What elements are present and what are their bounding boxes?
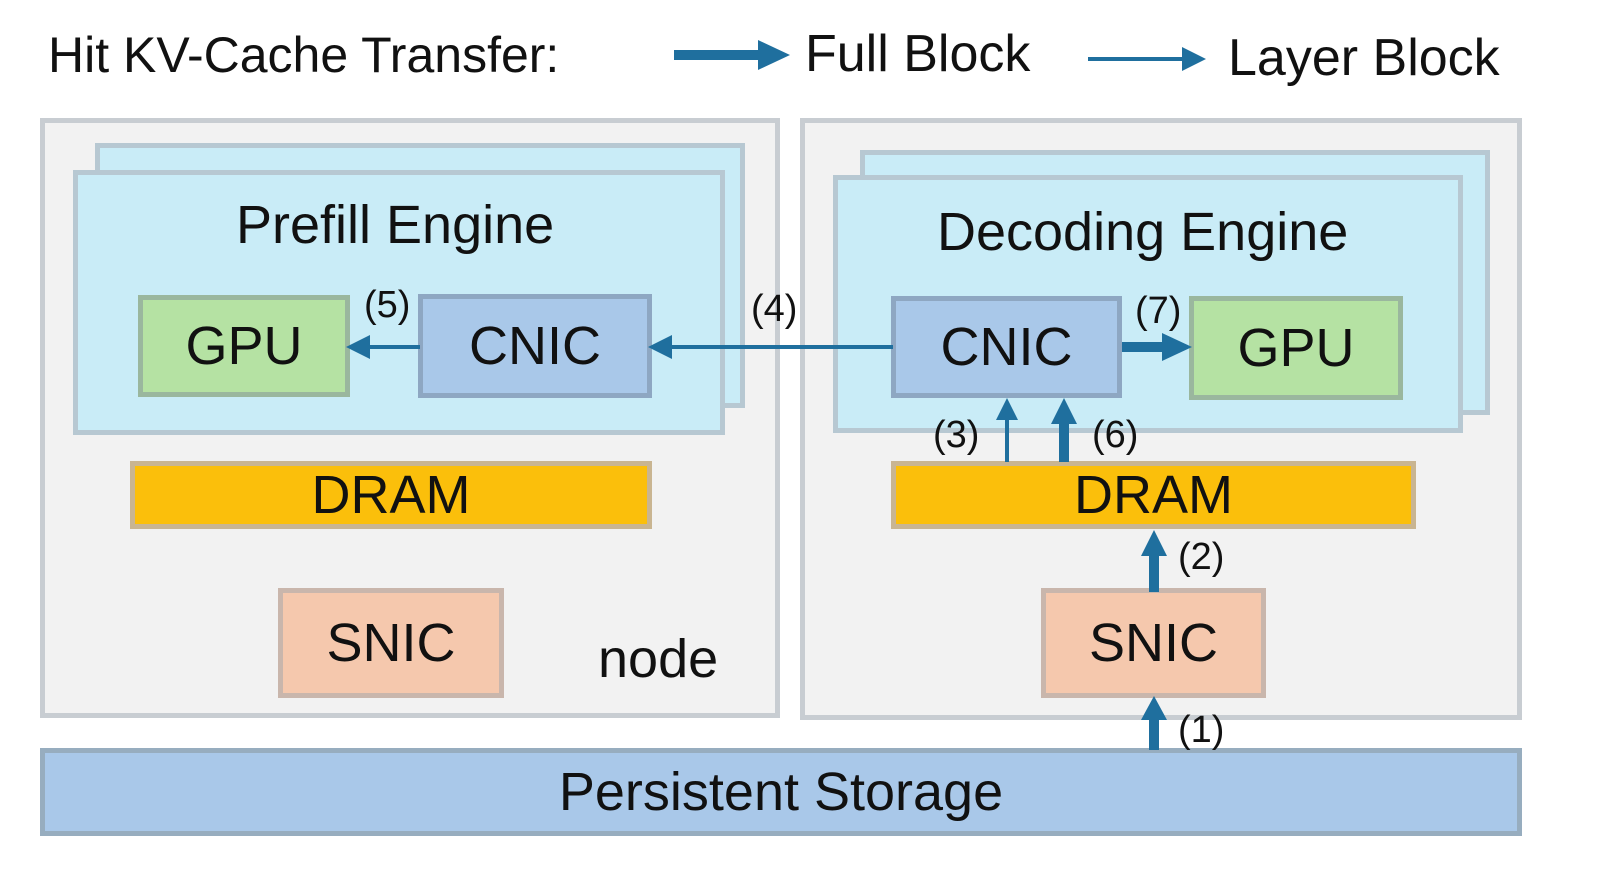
decoding-gpu: GPU bbox=[1189, 296, 1403, 400]
step-3-label: (3) bbox=[933, 414, 980, 456]
prefill-snic-label: SNIC bbox=[326, 613, 456, 673]
prefill-gpu: GPU bbox=[138, 295, 350, 397]
decoding-dram-label: DRAM bbox=[1074, 465, 1233, 525]
step-1-label: (1) bbox=[1178, 709, 1225, 751]
prefill-dram-label: DRAM bbox=[311, 465, 471, 525]
step-6-label: (6) bbox=[1092, 414, 1139, 456]
legend-layer-block-arrow bbox=[1088, 47, 1206, 71]
step-2-label: (2) bbox=[1178, 536, 1225, 578]
decoding-cnic: CNIC bbox=[891, 296, 1122, 398]
persistent-storage-label: Persistent Storage bbox=[558, 762, 1004, 822]
step-4-label: (4) bbox=[751, 288, 798, 330]
prefill-dram: DRAM bbox=[130, 461, 652, 529]
step-5-label: (5) bbox=[364, 284, 411, 326]
legend-full-block-arrow bbox=[674, 40, 790, 70]
legend-full-block-label: Full Block bbox=[805, 25, 1031, 83]
decoding-cnic-label: CNIC bbox=[940, 317, 1073, 377]
prefill-gpu-label: GPU bbox=[185, 316, 303, 376]
persistent-storage: Persistent Storage bbox=[40, 748, 1522, 836]
legend-title: Hit KV-Cache Transfer: bbox=[48, 27, 560, 83]
prefill-engine-title: Prefill Engine bbox=[236, 195, 555, 255]
decoding-gpu-label: GPU bbox=[1237, 318, 1355, 378]
prefill-cnic: CNIC bbox=[418, 294, 652, 398]
decoding-dram: DRAM bbox=[891, 461, 1416, 529]
legend-layer-block-label: Layer Block bbox=[1228, 29, 1500, 87]
step-7-label: (7) bbox=[1135, 290, 1182, 332]
decoding-engine-title: Decoding Engine bbox=[937, 202, 1349, 262]
decoding-snic-label: SNIC bbox=[1088, 613, 1218, 673]
decoding-snic: SNIC bbox=[1041, 588, 1266, 698]
prefill-cnic-label: CNIC bbox=[469, 316, 601, 376]
prefill-snic: SNIC bbox=[278, 588, 504, 698]
node-label: node bbox=[598, 629, 719, 689]
